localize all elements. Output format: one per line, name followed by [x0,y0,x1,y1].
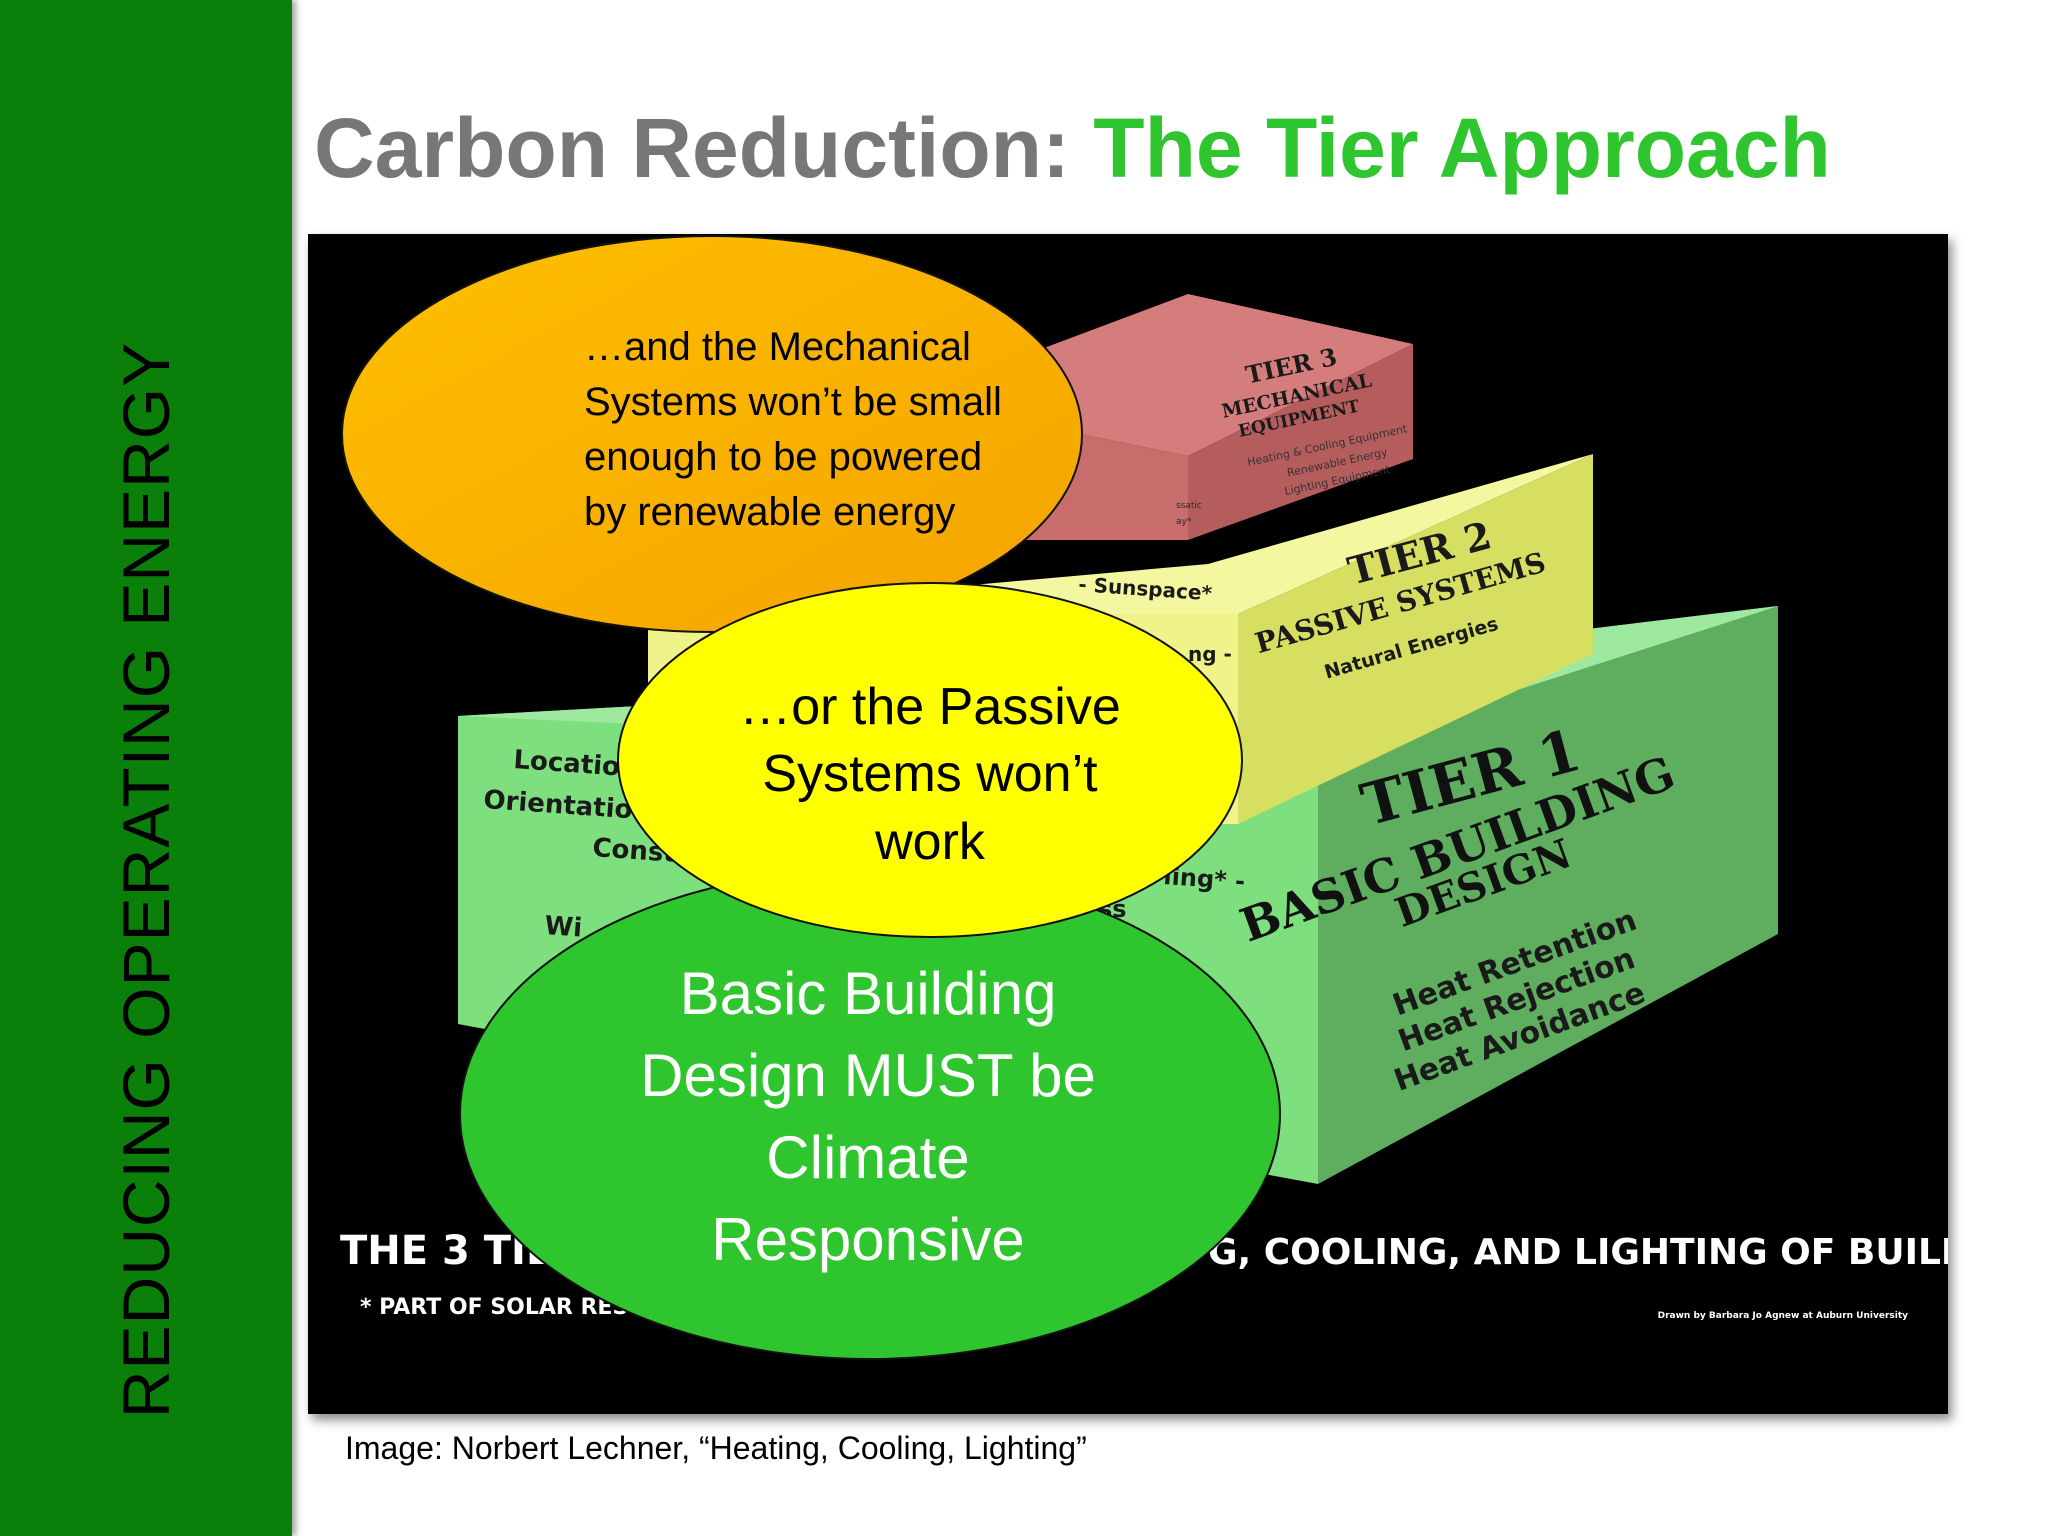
tier2-front-2: ng - [1188,642,1232,666]
passive-line-3: work [874,813,986,871]
figure-credit: Drawn by Barbara Jo Agnew at Auburn Univ… [1658,1311,1909,1321]
mechanical-line-2: Systems won’t be small [584,380,1002,424]
basic-line-1: Basic Building [680,960,1057,1027]
passive-line-2: Systems won’t [762,745,1098,803]
tier-diagram: TIER 3 MECHANICAL EQUIPMENT Heating & Co… [308,234,1948,1414]
basic-ellipse [459,868,1281,1360]
passive-ellipse [617,582,1243,938]
mechanical-line-4: by renewable energy [584,490,955,534]
title-part-1: Carbon Reduction: [314,101,1094,195]
basic-line-4: Responsive [711,1206,1025,1273]
basic-line-2: Design MUST be [640,1042,1096,1109]
image-caption: Image: Norbert Lechner, “Heating, Coolin… [345,1430,1087,1466]
figure-footer-right: G, COOLING, AND LIGHTING OF BUILDINGS [1208,1232,1948,1273]
tier3-partial-2: ay* [1176,517,1192,527]
sidebar: REDUCING OPERATING ENERGY [0,0,292,1536]
sidebar-label: REDUCING OPERATING ENERGY [109,341,183,1419]
figure-footnote: * PART OF SOLAR RES [360,1295,628,1320]
page-title: Carbon Reduction: The Tier Approach [314,100,1831,197]
passive-line-1: …or the Passive [739,678,1121,736]
title-part-2: The Tier Approach [1093,101,1831,195]
basic-line-3: Climate [766,1124,969,1191]
tier1-front-4: Wi [544,911,584,944]
mechanical-line-1: …and the Mechanical [584,325,971,369]
mechanical-ellipse [341,235,1083,633]
mechanical-line-3: enough to be powered [584,435,982,479]
tier3-partial-1: ssatic [1176,501,1202,511]
